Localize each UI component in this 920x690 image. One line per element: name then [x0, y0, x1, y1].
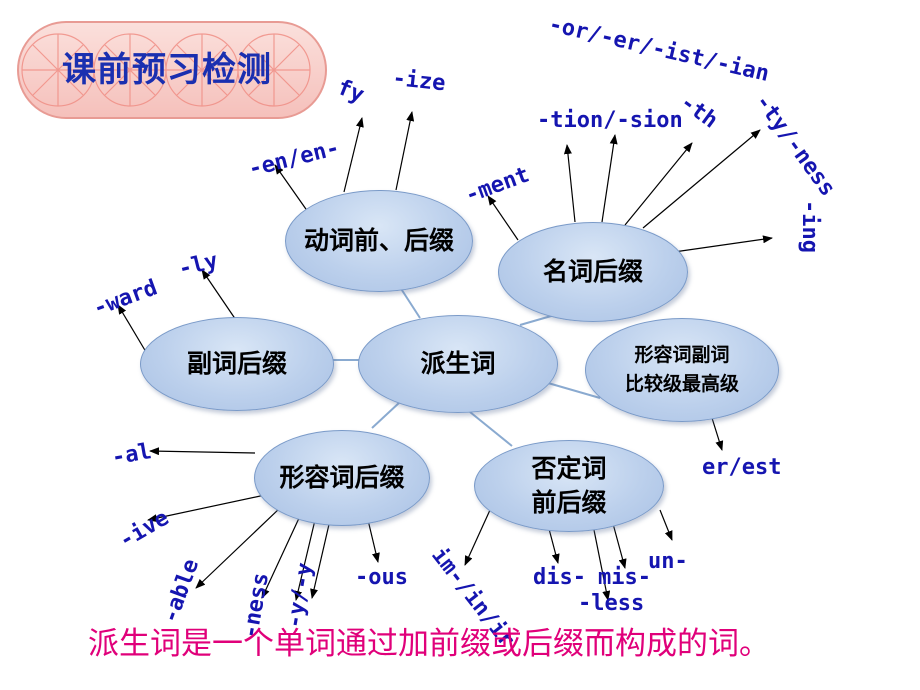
affix-tion: -tion/-sion	[537, 108, 683, 133]
node-adjective-suffixes: 形容词后缀	[254, 430, 430, 526]
title-decoration	[17, 21, 327, 119]
node-noun-suffixes: 名词后缀	[498, 222, 688, 322]
affix-erest: er/est	[702, 455, 782, 480]
affix-ing: -ing	[797, 200, 822, 253]
page-title: 课前预习检测	[62, 50, 272, 90]
affix-less: -less	[578, 591, 645, 616]
affix-un: un-	[648, 549, 688, 574]
affix-ize: -ize	[391, 66, 447, 97]
node-adjective-label: 形容词后缀	[279, 463, 405, 492]
node-center-derivatives: 派生词	[358, 315, 558, 413]
node-negative-affixes: 否定词 前后缀	[474, 440, 664, 532]
affix-dis: dis-	[533, 565, 586, 590]
node-negative-label: 否定词 前后缀	[531, 454, 607, 517]
definition-text: 派生词是一个单词通过加前缀或后缀而构成的词。	[88, 626, 770, 662]
affix-ous: -ous	[355, 565, 408, 590]
arrow-connectors	[117, 111, 773, 601]
node-center-label: 派生词	[420, 349, 496, 378]
node-comparison: 形容词副词 比较级最高级	[585, 318, 779, 422]
node-comparison-label: 形容词副词 比较级最高级	[624, 344, 739, 395]
node-verb-label: 动词前、后缀	[303, 226, 454, 255]
node-verb-affixes: 动词前、后缀	[285, 190, 473, 292]
node-adverb-label: 副词后缀	[186, 349, 287, 378]
node-noun-label: 名词后缀	[542, 257, 643, 286]
affix-mis: mis-	[598, 565, 651, 590]
node-adverb-suffixes: 副词后缀	[140, 317, 334, 411]
